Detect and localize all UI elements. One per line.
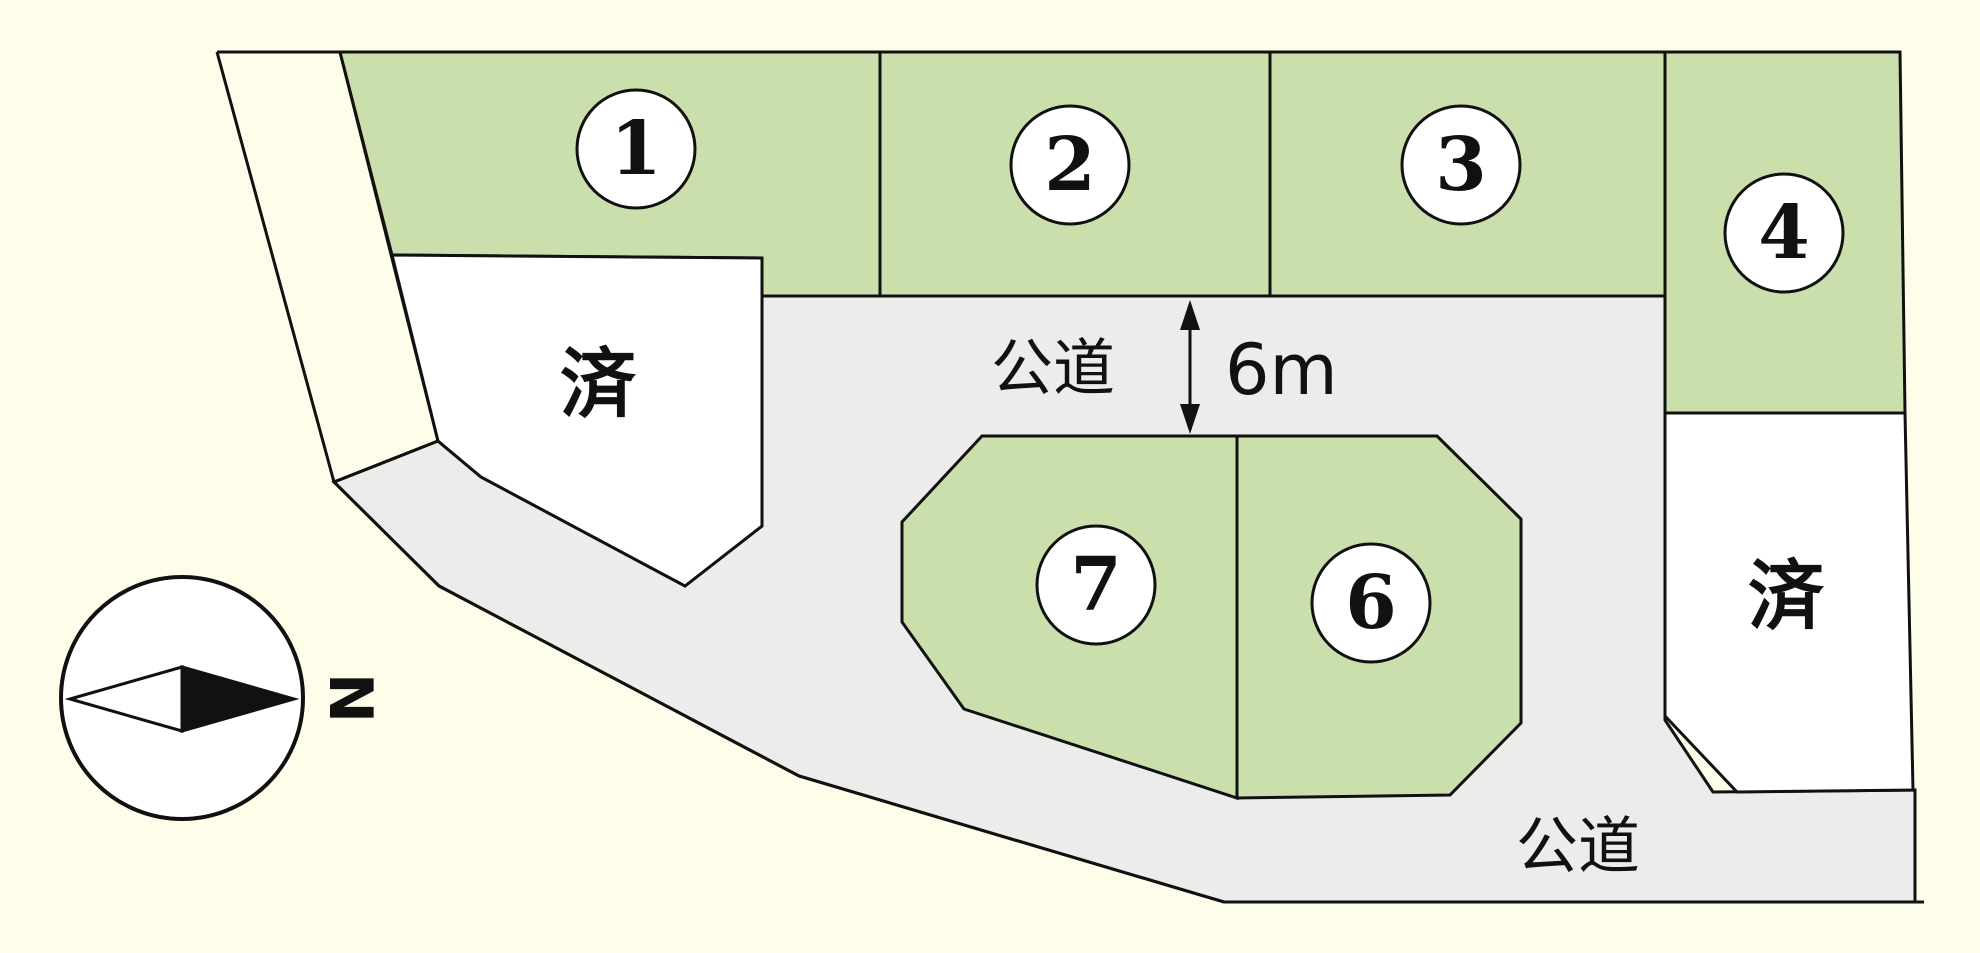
lot-6-number: 6: [1345, 560, 1397, 646]
lot-2-badge: 2: [1009, 104, 1131, 226]
lot-2-number: 2: [1044, 122, 1096, 208]
lot-sold-east[interactable]: [1663, 411, 1915, 794]
north-label: N: [315, 673, 385, 723]
lot-1-badge: 1: [575, 88, 697, 210]
lot-7-number: 7: [1070, 542, 1122, 628]
road-corner-line: [333, 439, 439, 484]
road-west-edge: [215, 51, 1924, 904]
north-arrow-icon: [59, 575, 305, 821]
lot-3-number: 3: [1435, 122, 1487, 208]
lot-1-number: 1: [610, 106, 662, 192]
sold-label-west: 済: [560, 340, 637, 429]
lot-3-badge: 3: [1400, 104, 1522, 226]
sold-label-east: 済: [1748, 552, 1825, 641]
road-width-label: 6m: [1225, 329, 1338, 411]
lot-7-badge: 7: [1035, 524, 1157, 646]
road-label-south: 公道: [1516, 810, 1640, 883]
lot-4-badge: 4: [1723, 172, 1845, 294]
road-label-center: 公道: [991, 332, 1115, 405]
lot-6-badge: 6: [1310, 542, 1432, 664]
lot-4-number: 4: [1758, 190, 1810, 276]
double-arrow-icon: [1180, 300, 1200, 434]
